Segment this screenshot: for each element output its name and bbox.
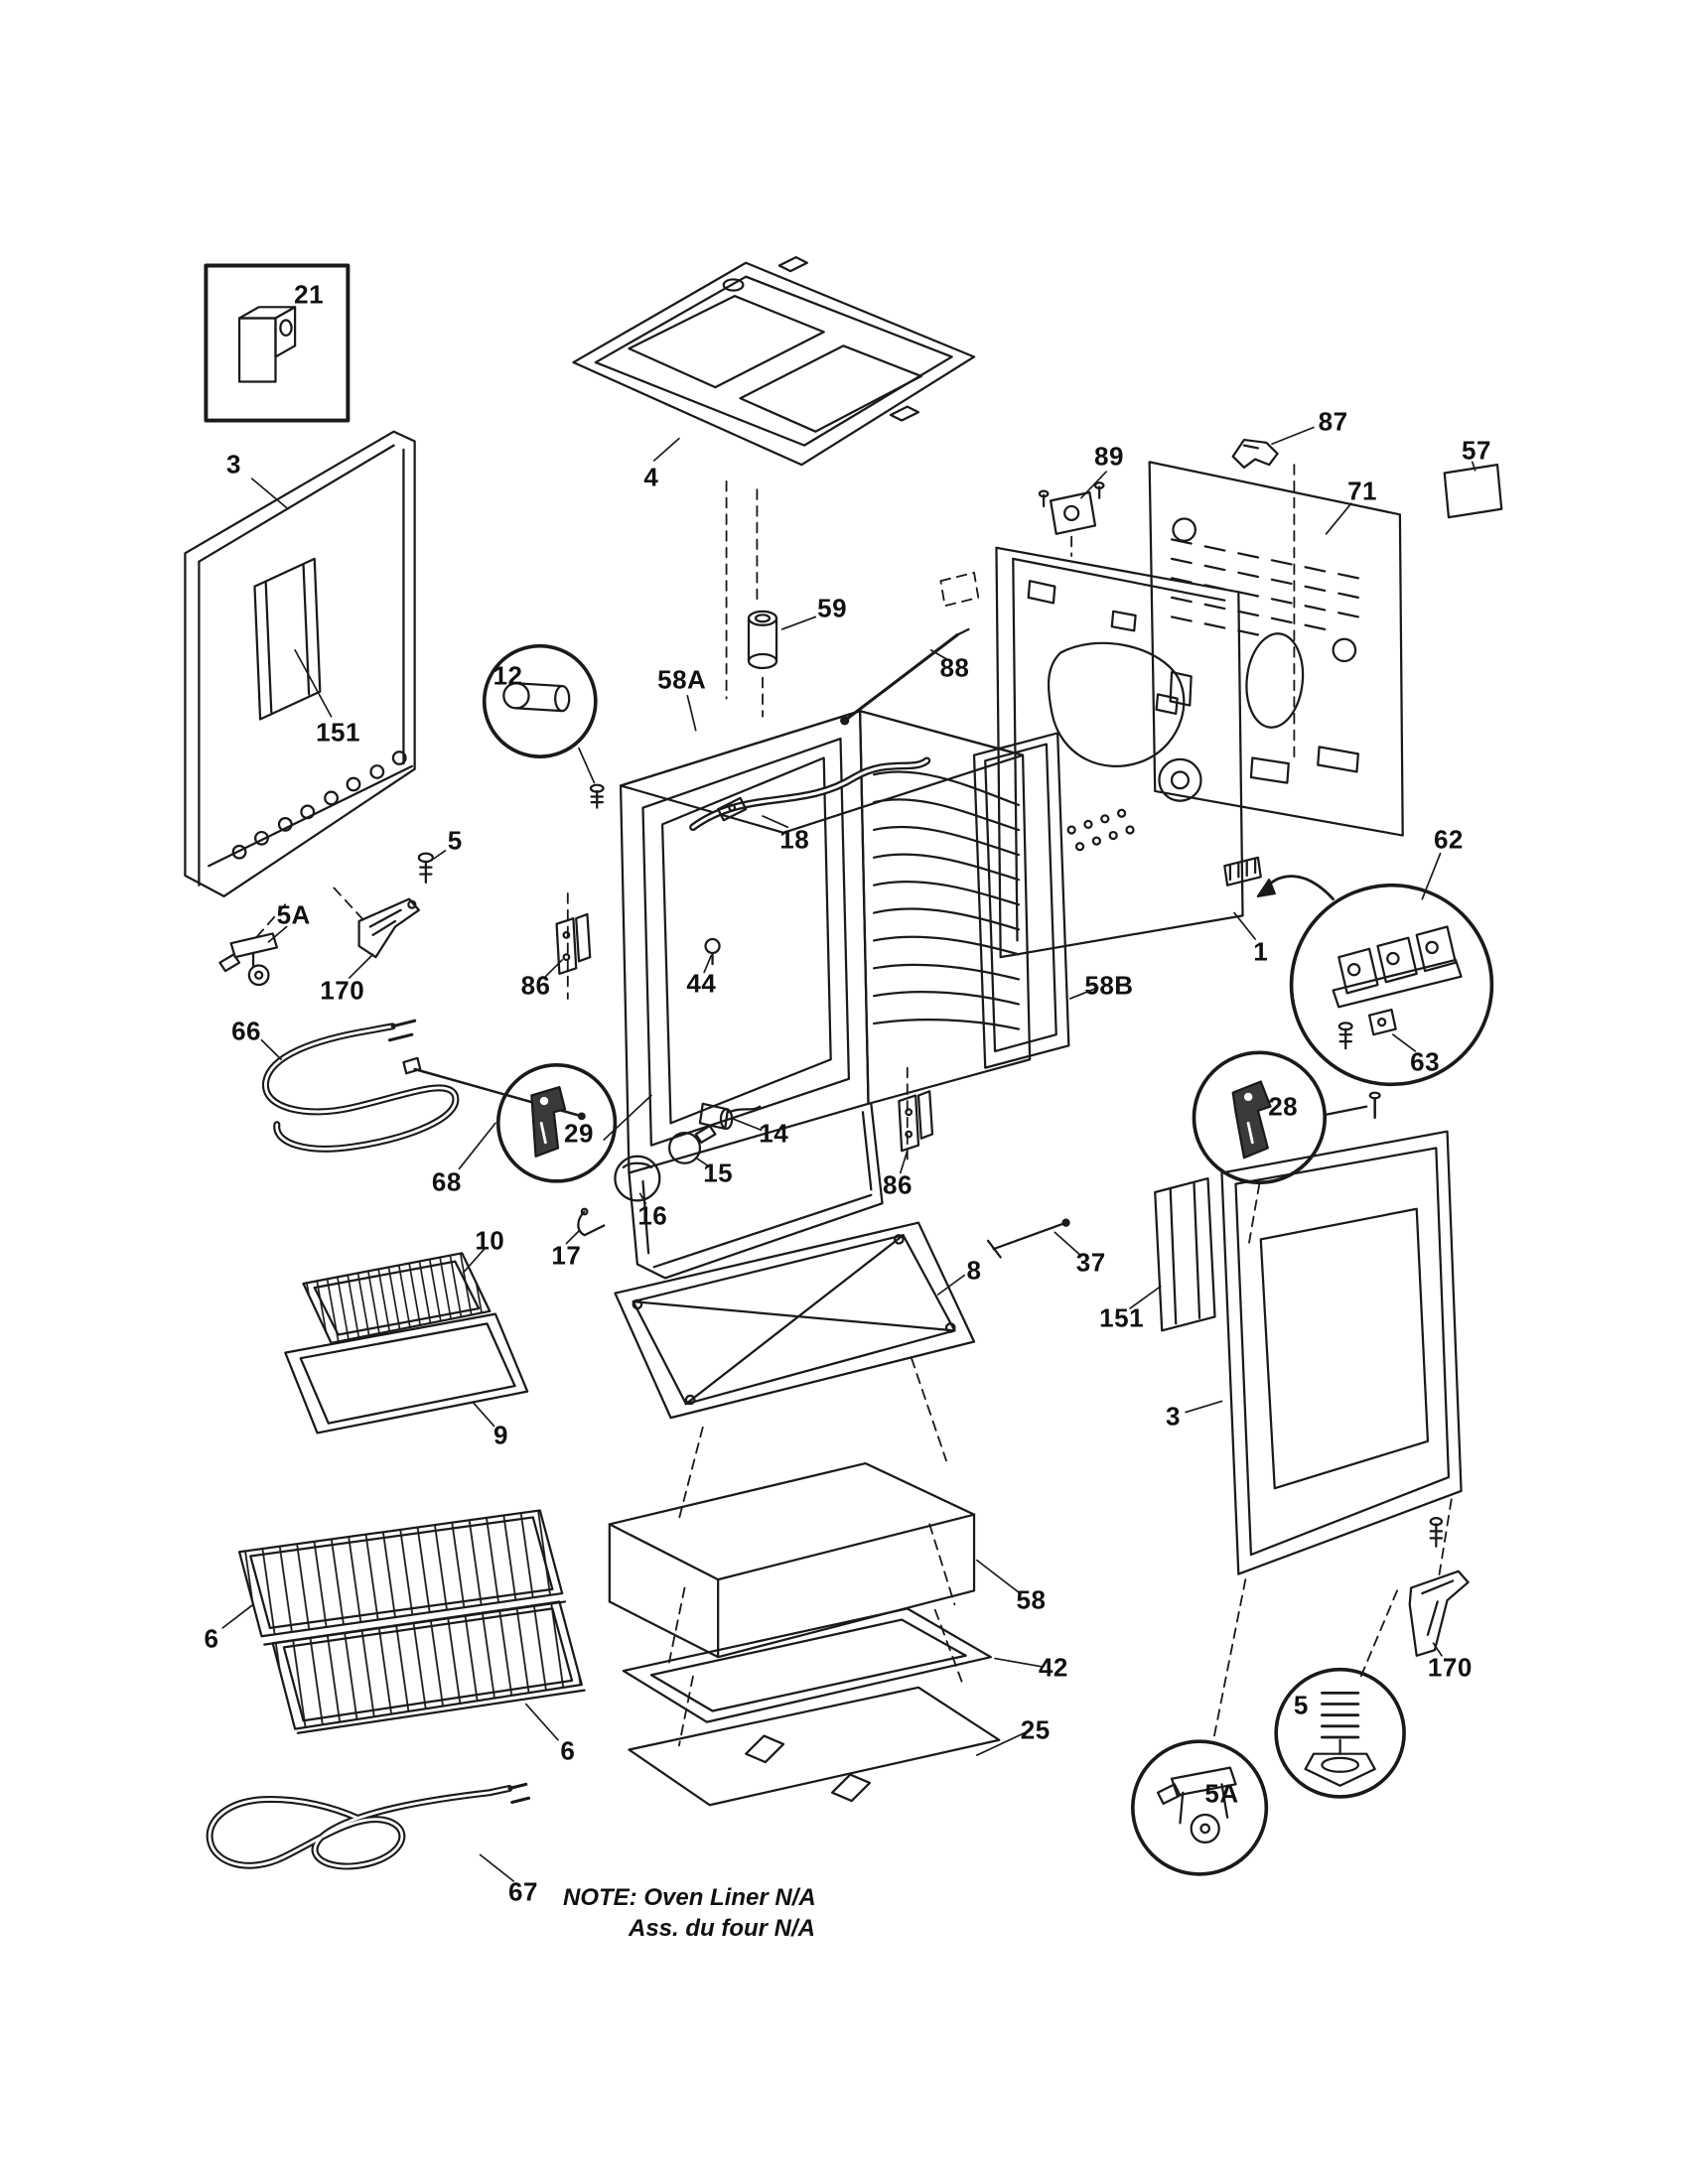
callout-circle-12 bbox=[482, 643, 605, 809]
assembly-dashed-lines bbox=[254, 464, 1453, 1747]
callout-circle-5-right bbox=[1274, 1667, 1406, 1799]
part-broil-element-66 bbox=[262, 1019, 460, 1153]
part-label-37: 37 bbox=[1075, 1247, 1106, 1278]
part-label-151: 151 bbox=[316, 717, 360, 748]
part-right-side-panel-3 bbox=[1220, 1130, 1463, 1575]
part-label-10: 10 bbox=[475, 1225, 505, 1256]
callout-circle-28 bbox=[1192, 1050, 1381, 1185]
part-hinge-170-right bbox=[1408, 1517, 1470, 1657]
part-bracket-89 bbox=[1038, 481, 1105, 535]
part-label-151: 151 bbox=[1099, 1302, 1145, 1333]
part-screw-5-left bbox=[417, 852, 434, 885]
part-hinge-170-left bbox=[357, 897, 420, 959]
part-grommet-44 bbox=[704, 937, 721, 966]
part-label-5A: 5A bbox=[1204, 1778, 1239, 1809]
part-label-1: 1 bbox=[1253, 936, 1269, 967]
part-label-58: 58 bbox=[1016, 1584, 1047, 1615]
callout-circle-29 bbox=[495, 1063, 618, 1183]
part-label-6: 6 bbox=[560, 1735, 576, 1766]
part-label-8: 8 bbox=[966, 1255, 982, 1286]
note-text-line2: Ass. du four N/A bbox=[629, 1915, 816, 1942]
part-light-assembly bbox=[577, 1102, 762, 1237]
part-label-58B: 58B bbox=[1084, 970, 1134, 1001]
part-insulation-151-right bbox=[1154, 1176, 1216, 1332]
part-oven-cavity-58A bbox=[619, 710, 1032, 1280]
part-label-21: 21 bbox=[294, 279, 325, 310]
part-label-28: 28 bbox=[1268, 1091, 1299, 1122]
part-label-87: 87 bbox=[1318, 406, 1348, 437]
part-bottom-panel-25 bbox=[628, 1686, 1001, 1807]
part-switch-21 bbox=[204, 263, 351, 423]
part-insulation-block-58 bbox=[608, 1461, 976, 1659]
part-rod-88 bbox=[840, 627, 970, 726]
part-label-3: 3 bbox=[225, 449, 241, 479]
part-top-panel-4 bbox=[572, 256, 976, 467]
part-rod-37 bbox=[986, 1218, 1070, 1259]
part-insulation-151-left bbox=[253, 557, 322, 721]
part-label-86: 86 bbox=[882, 1169, 913, 1200]
part-label-29: 29 bbox=[564, 1118, 594, 1149]
part-insulation-58B bbox=[972, 732, 1070, 1069]
part-label-17: 17 bbox=[551, 1240, 582, 1271]
part-left-side-panel-3 bbox=[184, 430, 416, 897]
part-label-66: 66 bbox=[231, 1016, 262, 1046]
callout-leader-lines bbox=[221, 426, 1477, 1882]
part-label-88: 88 bbox=[939, 652, 970, 683]
part-vent-tube-18 bbox=[689, 756, 931, 832]
part-oven-rack-upper-6 bbox=[237, 1509, 567, 1646]
part-label-6: 6 bbox=[204, 1623, 219, 1654]
part-label-4: 4 bbox=[643, 462, 659, 492]
part-label-58A: 58A bbox=[657, 664, 707, 695]
part-drawer-panel-8 bbox=[614, 1221, 976, 1420]
part-plate-57 bbox=[1443, 464, 1503, 519]
part-label-18: 18 bbox=[779, 824, 810, 855]
part-label-63: 63 bbox=[1410, 1046, 1441, 1077]
part-back-wall-1 bbox=[995, 546, 1336, 959]
part-rear-panel-71 bbox=[1148, 461, 1404, 837]
part-label-170: 170 bbox=[1427, 1652, 1473, 1683]
part-frame-42 bbox=[622, 1607, 992, 1723]
part-vent-cylinder-59 bbox=[747, 610, 778, 670]
part-label-68: 68 bbox=[431, 1166, 462, 1197]
part-bracket-86-left bbox=[555, 912, 592, 975]
part-label-44: 44 bbox=[686, 968, 717, 999]
part-label-5: 5 bbox=[1293, 1690, 1309, 1720]
note-text-line1: NOTE: Oven Liner N/A bbox=[563, 1884, 816, 1911]
part-label-9: 9 bbox=[493, 1420, 509, 1450]
part-caster-5A-left bbox=[218, 932, 279, 987]
part-label-57: 57 bbox=[1462, 435, 1491, 466]
part-label-12: 12 bbox=[492, 660, 523, 691]
part-label-3: 3 bbox=[1165, 1401, 1181, 1432]
part-label-89: 89 bbox=[1094, 441, 1124, 472]
part-label-42: 42 bbox=[1038, 1652, 1068, 1683]
part-bracket-86-right bbox=[898, 1090, 934, 1153]
part-label-16: 16 bbox=[637, 1200, 668, 1231]
part-label-14: 14 bbox=[759, 1118, 789, 1149]
part-label-71: 71 bbox=[1347, 476, 1378, 506]
part-label-170: 170 bbox=[320, 975, 365, 1006]
part-broiler-grid-10 bbox=[302, 1252, 492, 1344]
part-label-86: 86 bbox=[520, 970, 551, 1001]
part-clip-87 bbox=[1231, 438, 1279, 470]
part-bake-element-67 bbox=[206, 1782, 531, 1870]
part-label-25: 25 bbox=[1020, 1714, 1051, 1745]
part-label-15: 15 bbox=[703, 1158, 734, 1187]
callout-circle-5A-right bbox=[1130, 1739, 1269, 1876]
part-oven-rack-lower-6 bbox=[271, 1600, 586, 1734]
part-label-67: 67 bbox=[507, 1876, 538, 1907]
part-label-62: 62 bbox=[1433, 824, 1464, 855]
part-broiler-pan-9 bbox=[284, 1312, 529, 1434]
part-label-5A: 5A bbox=[276, 899, 311, 930]
part-label-59: 59 bbox=[817, 593, 848, 623]
callout-circle-62 bbox=[1289, 883, 1494, 1087]
part-label-5: 5 bbox=[447, 825, 463, 856]
